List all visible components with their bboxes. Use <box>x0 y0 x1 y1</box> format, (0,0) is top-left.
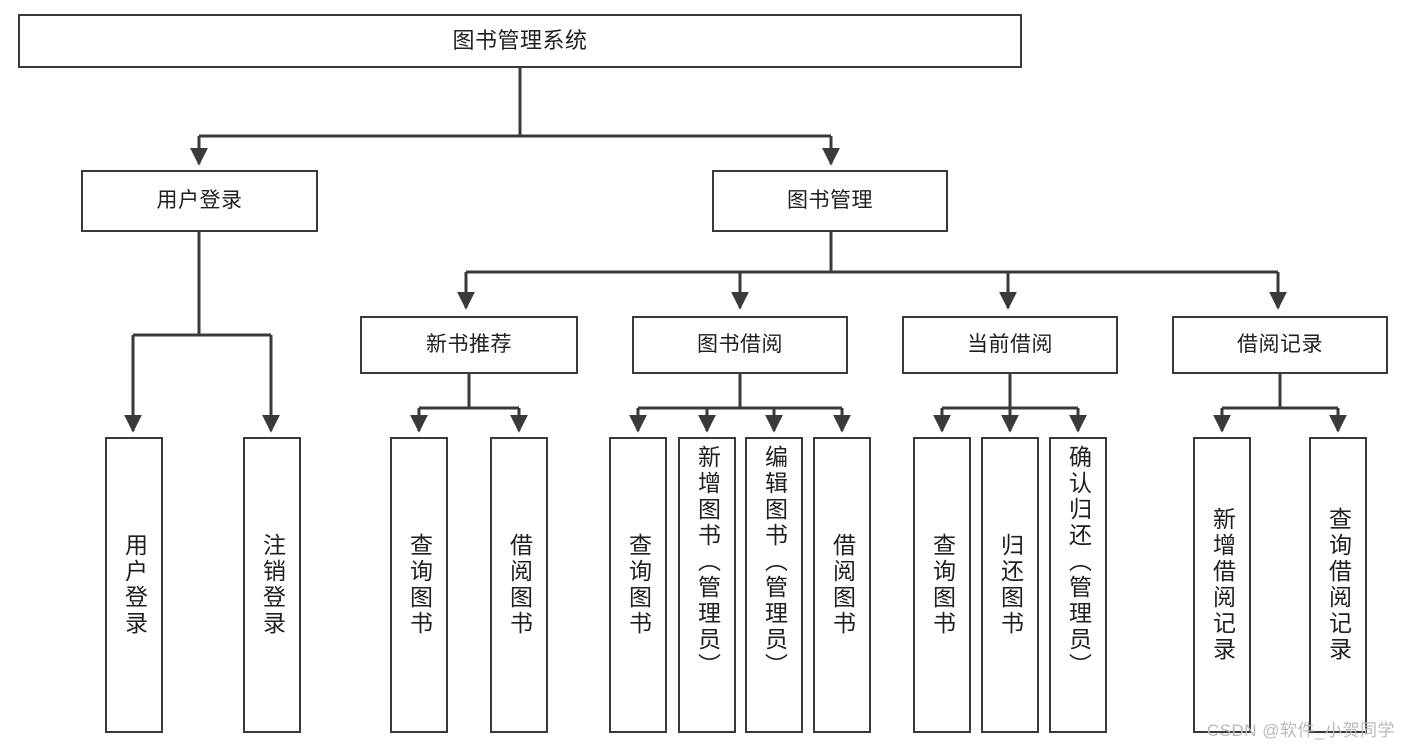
node-book-management[interactable]: 图书管理 <box>712 170 948 232</box>
node-label: 归还图书 <box>997 533 1024 637</box>
leaf-user-login-login[interactable]: 用户登录 <box>105 437 163 733</box>
node-label: 用户登录 <box>156 188 243 212</box>
leaf-current-borrow-confirm-return-admin[interactable]: 确认归还（管理员） <box>1049 437 1107 733</box>
leaf-book-borrow-query-book[interactable]: 查询图书 <box>609 437 667 733</box>
leaf-current-borrow-return-book[interactable]: 归还图书 <box>981 437 1039 733</box>
watermark-text: CSDN @软件_小贺同学 <box>1206 721 1395 740</box>
node-label: 查询借阅记录 <box>1325 507 1352 663</box>
leaf-new-book-borrow-book[interactable]: 借阅图书 <box>490 437 548 733</box>
leaf-book-borrow-edit-book-admin[interactable]: 编辑图书（管理员） <box>745 437 803 733</box>
node-borrow-record[interactable]: 借阅记录 <box>1172 316 1388 374</box>
node-label: 图书管理 <box>787 188 873 212</box>
node-label: 借阅图书 <box>829 533 856 637</box>
node-current-borrow[interactable]: 当前借阅 <box>902 316 1118 374</box>
leaf-new-book-query-book[interactable]: 查询图书 <box>390 437 448 733</box>
leaf-current-borrow-query-book[interactable]: 查询图书 <box>913 437 971 733</box>
leaf-borrow-record-add-record[interactable]: 新增借阅记录 <box>1193 437 1251 733</box>
node-label: 新增图书（管理员） <box>694 445 721 679</box>
node-label: 图书管理系统 <box>452 28 588 54</box>
node-book-borrow[interactable]: 图书借阅 <box>632 316 848 374</box>
leaf-book-borrow-add-book-admin[interactable]: 新增图书（管理员） <box>678 437 736 733</box>
node-label: 借阅图书 <box>506 533 533 637</box>
leaf-book-borrow-borrow-book[interactable]: 借阅图书 <box>813 437 871 733</box>
node-label: 借阅记录 <box>1237 332 1323 356</box>
node-label: 查询图书 <box>406 533 433 637</box>
node-label: 用户登录 <box>121 533 148 637</box>
node-label: 新增借阅记录 <box>1209 507 1236 663</box>
node-user-login[interactable]: 用户登录 <box>81 170 318 232</box>
node-new-book-recommend[interactable]: 新书推荐 <box>360 316 578 374</box>
node-label: 查询图书 <box>929 533 956 637</box>
node-label: 编辑图书（管理员） <box>761 445 788 679</box>
node-label: 图书借阅 <box>697 332 783 356</box>
node-label: 新书推荐 <box>426 332 512 356</box>
node-label: 当前借阅 <box>967 332 1053 356</box>
node-label: 注销登录 <box>259 533 286 637</box>
node-label: 确认归还（管理员） <box>1065 445 1092 679</box>
node-label: 查询图书 <box>625 533 652 637</box>
leaf-user-login-logout[interactable]: 注销登录 <box>243 437 301 733</box>
leaf-borrow-record-query-record[interactable]: 查询借阅记录 <box>1309 437 1367 733</box>
node-root-book-management-system[interactable]: 图书管理系统 <box>18 14 1022 68</box>
